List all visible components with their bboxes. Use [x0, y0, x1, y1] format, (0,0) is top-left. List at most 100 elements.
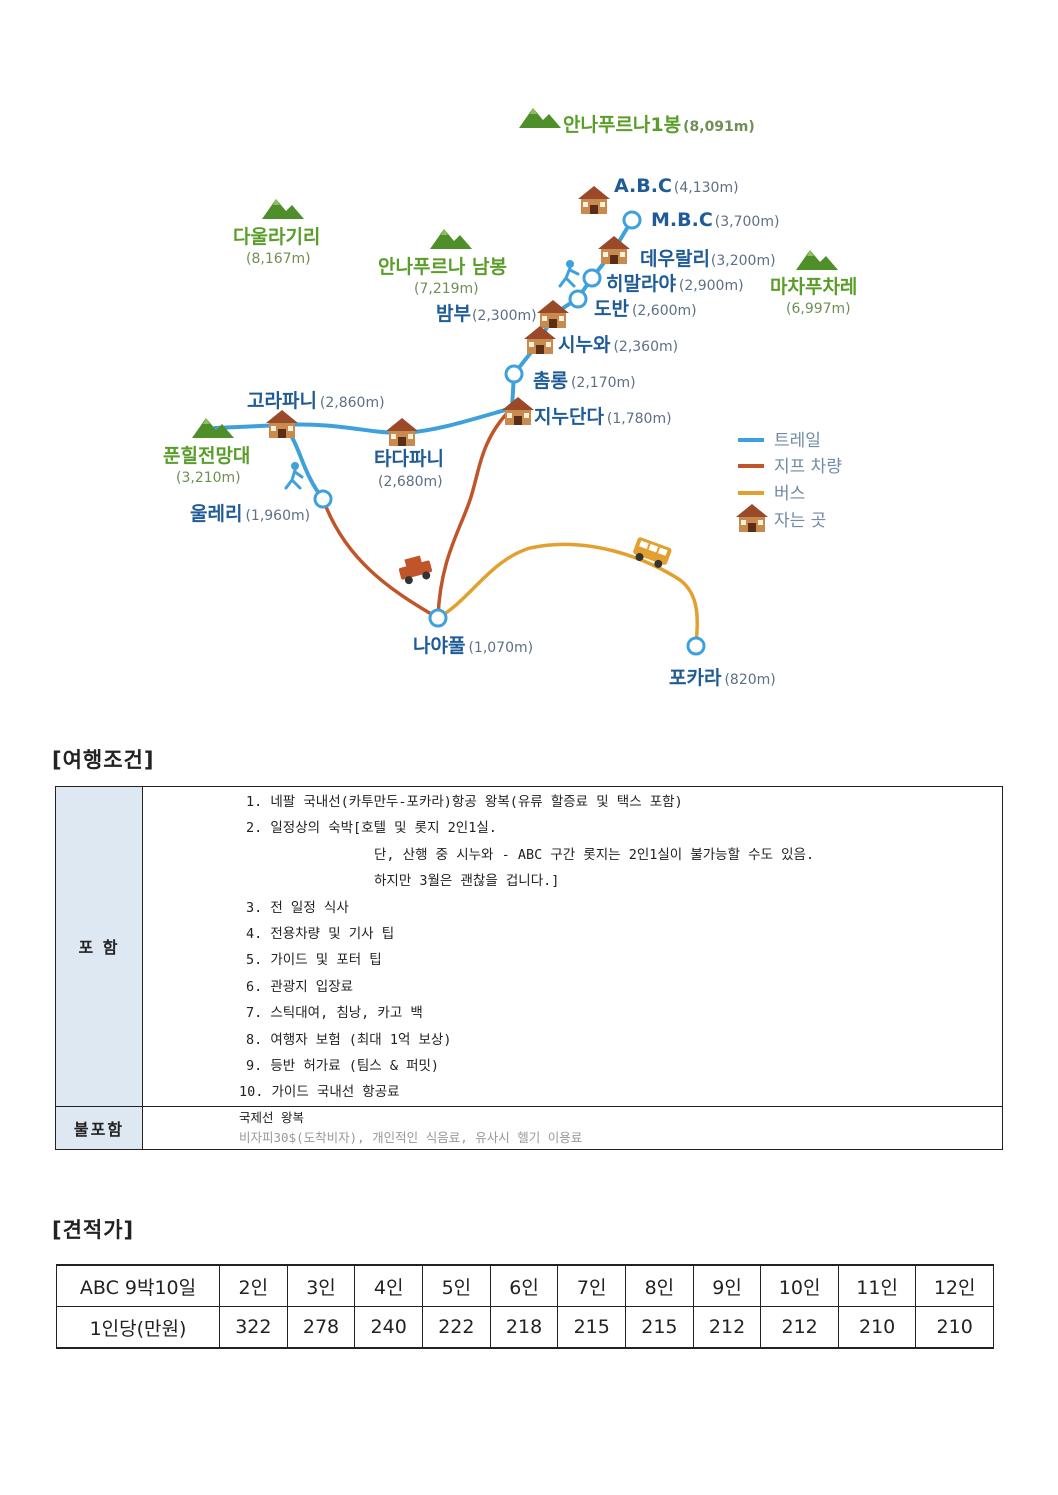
included-item: 8. 여행자 보험 (최대 1억 보상): [246, 1031, 452, 1048]
group-size-cell: 7인: [557, 1264, 627, 1307]
group-size-cell: 10인: [760, 1264, 839, 1307]
jeep-icon: [398, 555, 433, 585]
peak-name: 푼힐전망대: [163, 444, 250, 467]
included-item: 10. 가이드 국내선 항공료: [239, 1084, 400, 1101]
stop-altitude: (1,960m): [245, 508, 310, 524]
price-cell: 215: [557, 1306, 627, 1349]
peak-altitude: (7,219m): [414, 281, 479, 297]
included-item: 하지만 3월은 괜찮을 겁니다.]: [374, 873, 560, 890]
stop-name: 나야풀: [413, 635, 465, 657]
svg-text:A.B.C(4,130m): A.B.C(4,130m): [614, 175, 739, 197]
stop-name: M.B.C: [651, 209, 713, 231]
peak-altitude: (3,210m): [176, 470, 241, 486]
jeep-route: [321, 406, 514, 620]
svg-text:촘롱(2,170m): 촘롱(2,170m): [533, 370, 636, 392]
conditions-table: 포 함 1. 네팔 국내선(카투만두-포카라)항공 왕복(유류 할증료 및 택스…: [55, 786, 1003, 1150]
stop-name: 도반: [594, 298, 629, 320]
price-row-label: 1인당(만원): [56, 1306, 220, 1349]
lodge-icon: [502, 397, 534, 425]
price-cell: 212: [760, 1306, 839, 1349]
lodge-icon: [266, 410, 298, 438]
stop-name: 히말라야: [606, 273, 676, 295]
peak-name: 마차푸차레: [770, 276, 857, 298]
excluded-row: 불포함 국제선 왕복 비자피30$(도착비자), 개인적인 식음료, 유사시 헬…: [55, 1105, 1003, 1150]
svg-text:울레리(1,960m): 울레리(1,960m): [190, 503, 310, 525]
stop-altitude: (4,130m): [674, 180, 739, 196]
stop-altitude: (2,680m): [378, 474, 443, 490]
conditions-title: [여행조건]: [52, 748, 155, 772]
included-item: 1. 네팔 국내선(카투만두-포카라)항공 왕복(유류 할증료 및 택스 포함): [246, 794, 683, 810]
price-value-row: 1인당(만원) 322 278 240 222 218 215 215 212 …: [56, 1306, 994, 1349]
mountain-icon: [430, 229, 472, 249]
svg-text:고라파니(2,860m): 고라파니(2,860m): [247, 390, 385, 412]
stop-altitude: (2,170m): [571, 375, 636, 391]
stop-name: 데우랄리: [640, 248, 710, 270]
stop-name: A.B.C: [614, 175, 672, 197]
group-size-cell: 2인: [219, 1264, 288, 1307]
stop-altitude: (2,900m): [679, 278, 744, 294]
waypoint-doban: [568, 289, 588, 309]
included-item: 5. 가이드 및 포터 팁: [246, 952, 382, 969]
stop-altitude: (2,300m): [472, 308, 537, 324]
price-cell: 222: [422, 1306, 491, 1349]
quote-title: [견적가]: [52, 1218, 135, 1242]
included-header: 포 함: [55, 786, 143, 1107]
lodge-icon: [524, 326, 556, 354]
waypoint-nayapul: [428, 608, 448, 628]
waypoint-ulleri: [313, 489, 333, 509]
group-size-cell: 12인: [915, 1264, 994, 1307]
price-cell: 210: [837, 1306, 917, 1349]
waypoint-chomrong: [504, 364, 524, 384]
stop-name: 밤부: [436, 303, 471, 325]
bus-icon: [633, 537, 672, 568]
waypoint-mbc: [622, 210, 642, 230]
stop-altitude: (2,860m): [320, 395, 385, 411]
lodge-icon: [578, 186, 610, 214]
included-item: 3. 전 일정 식사: [246, 899, 349, 916]
price-header-row: ABC 9박10일 2인 3인 4인 5인 6인 7인 8인 9인 10인 11…: [56, 1264, 994, 1307]
peak-altitude: (8,091m): [683, 119, 755, 135]
group-size-cell: 3인: [286, 1264, 356, 1307]
included-row: 포 함 1. 네팔 국내선(카투만두-포카라)항공 왕복(유류 할증료 및 택스…: [55, 786, 1003, 1107]
price-cell: 240: [354, 1306, 424, 1349]
price-header-label: ABC 9박10일: [56, 1264, 220, 1307]
peak-name: 다울라기리: [233, 226, 320, 248]
legend-label: 자는 곳: [774, 511, 826, 531]
waypoint-pokhara: [686, 636, 706, 656]
group-size-cell: 5인: [422, 1264, 491, 1307]
included-cell: 1. 네팔 국내선(카투만두-포카라)항공 왕복(유류 할증료 및 택스 포함)…: [142, 786, 1003, 1107]
price-cell: 212: [692, 1306, 762, 1349]
stop-name: 지누단다: [534, 406, 604, 428]
stop-altitude: (3,700m): [715, 214, 780, 230]
legend-label: 트레일: [774, 431, 821, 451]
included-item: 2. 일정상의 숙박[호텔 및 롯지 2인1실.: [246, 820, 497, 837]
stop-name: 타다파니: [374, 448, 444, 470]
price-cell: 278: [286, 1306, 356, 1349]
excluded-header: 불포함: [55, 1105, 143, 1150]
svg-text:포카라(820m): 포카라(820m): [669, 667, 776, 689]
svg-text:지누단다(1,780m): 지누단다(1,780m): [534, 406, 672, 428]
price-table: ABC 9박10일 2인 3인 4인 5인 6인 7인 8인 9인 10인 11…: [56, 1264, 994, 1349]
group-size-cell: 8인: [625, 1264, 694, 1307]
svg-text:안나푸르나1봉(8,091m): 안나푸르나1봉(8,091m): [563, 114, 755, 136]
waypoint-himalaya: [582, 268, 602, 288]
included-item: 9. 등반 허가료 (팀스 & 퍼밋): [246, 1057, 440, 1074]
peak-name: 안나푸르나 남봉: [378, 256, 507, 278]
stop-name: 울레리: [190, 503, 242, 525]
stop-altitude: (820m): [724, 672, 775, 688]
svg-text:나야풀(1,070m): 나야풀(1,070m): [413, 635, 533, 657]
svg-text:도반(2,600m): 도반(2,600m): [594, 298, 697, 320]
price-cell: 218: [489, 1306, 559, 1349]
peak-name: 안나푸르나1봉: [563, 114, 681, 136]
stop-name: 촘롱: [533, 370, 568, 392]
included-item: 단, 산행 중 시누와 - ABC 구간 롯지는 2인1실이 불가능할 수도 있…: [374, 846, 815, 863]
stop-altitude: (3,200m): [711, 253, 776, 269]
price-cell: 210: [915, 1306, 994, 1349]
mountain-icon: [262, 199, 304, 219]
group-size-cell: 6인: [489, 1264, 559, 1307]
stop-altitude: (1,780m): [607, 411, 672, 427]
stop-altitude: (1,070m): [468, 640, 533, 656]
svg-text:M.B.C(3,700m): M.B.C(3,700m): [651, 209, 779, 231]
stop-name: 포카라: [669, 667, 722, 689]
mountain-icon: [796, 250, 838, 270]
